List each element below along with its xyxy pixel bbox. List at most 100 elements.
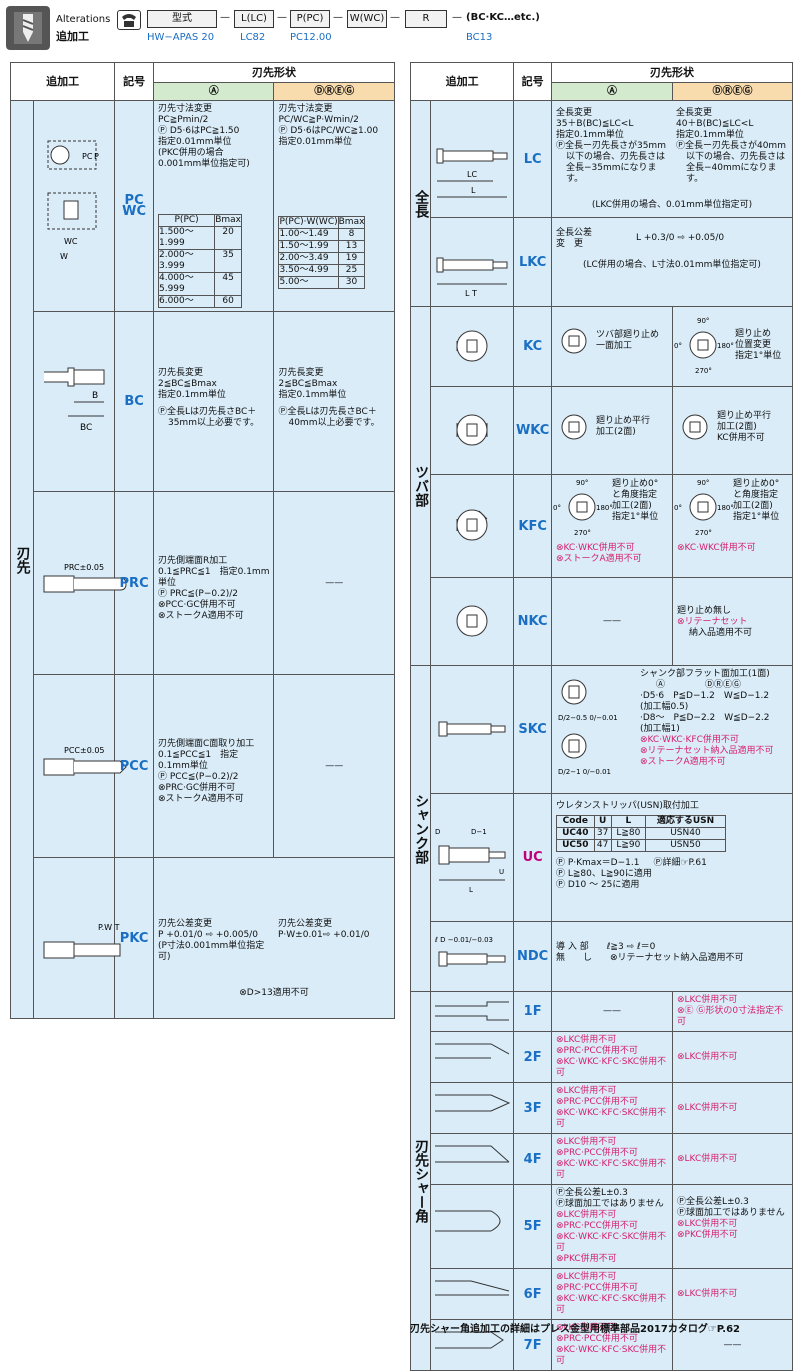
example-bc: BC13 xyxy=(466,32,493,43)
text-line: Ⓟ球面加工ではありません xyxy=(555,1199,664,1209)
pkc-figure: P.W T xyxy=(33,857,121,1019)
shear-4f-a: ⊗LKC併用不可⊗PRC·PCC併用不可⊗KC·WKC·KFC·SKC併用不可 xyxy=(550,1133,673,1185)
text-line: 全長変更 xyxy=(675,108,712,118)
text-line: ⊗LKC併用不可 xyxy=(555,1035,617,1045)
text-line: 0.001mm単位指定可) xyxy=(157,159,250,169)
td: 2.00〜3.49 xyxy=(278,252,339,265)
text-line: 以下の場合、刃先長さは xyxy=(565,152,665,162)
dash: — xyxy=(277,12,287,23)
text-line: ⊗LKC併用不可 xyxy=(676,1051,738,1062)
text-line: ⊗LKC併用不可 xyxy=(676,1219,738,1229)
shear-3f-d: ⊗LKC併用不可 xyxy=(671,1082,794,1134)
lc-a-cell: 全長変更 35＋B(BC)≦LC<L 指定0.1mm単位 Ⓟ全長ー刃先長さが35… xyxy=(552,105,672,188)
text-line: (P寸法0.001mm単位指定可) xyxy=(157,941,265,962)
angle-270: 270° xyxy=(695,529,712,537)
lc-figure: LC L xyxy=(430,100,515,218)
text-line: 2≦BC≦Bmax xyxy=(278,379,338,389)
fig-label-d1: D−1 xyxy=(471,828,487,836)
text-line: 一面加工 xyxy=(595,341,632,351)
lc-cells: 全長変更 35＋B(BC)≦LC<L 指定0.1mm単位 Ⓟ全長ー刃先長さが35… xyxy=(550,100,794,218)
text-line: Ⓟ PRC≦(P−0.2)/2 xyxy=(157,589,238,599)
code-lkc: LKC xyxy=(513,217,552,307)
td: USN40 xyxy=(644,827,726,840)
code-6f: 6F xyxy=(513,1268,552,1320)
text-line: ⊗KC·WKC併用不可 xyxy=(555,543,635,553)
text-line: 40mm以上必要です。 xyxy=(288,418,380,428)
fig-label-w: W xyxy=(60,252,68,261)
angle-180: 180° xyxy=(717,504,734,512)
th: Code xyxy=(555,815,595,828)
pcc-figure: PCC±0.05 xyxy=(33,674,127,858)
code-prc: PRC xyxy=(114,491,154,675)
kc-d-cell: 90° 0° 180° 270° 廻り止め位置変更指定1°単位 xyxy=(671,306,794,387)
text-line: 35＋B(BC)≦LC<L xyxy=(555,119,634,129)
th: 適応するUSN xyxy=(644,815,726,828)
text-line: ·D8〜 P≦D−2.2 W≦D−2.2 xyxy=(639,713,770,723)
angle-270: 270° xyxy=(695,367,712,375)
text-line: Ⓟ D10 〜 25に適用 xyxy=(555,880,640,890)
text-line: 指定0.1mm単位 xyxy=(555,130,624,140)
shear-7f-d: —— xyxy=(671,1319,794,1371)
w-box: W(WC) xyxy=(347,10,387,28)
wkc-d-cell: 廻り止め平行加工(2面)KC併用不可 xyxy=(671,386,794,475)
col-dreg: ⒹⓇⒺⒼ xyxy=(671,82,794,101)
shear-1f-figure xyxy=(430,991,515,1032)
col-shape: 刃先形状 xyxy=(152,62,396,83)
td: 60 xyxy=(214,295,242,308)
text-line: ⊗ストークA適用不可 xyxy=(157,794,244,804)
td: 6.000〜 xyxy=(157,295,216,308)
angle-0: 0° xyxy=(674,342,682,350)
code-bc: BC xyxy=(114,311,154,492)
code-wkc: WKC xyxy=(513,386,552,475)
fig-label-p: P xyxy=(94,152,99,161)
shear-6f-figure xyxy=(430,1268,515,1320)
angle-0: 0° xyxy=(553,504,561,512)
text-line: ツバ部廻り止め xyxy=(595,330,659,340)
text-line: ⊗LKC併用不可 xyxy=(555,1137,617,1147)
wkc-a-icon xyxy=(561,414,587,440)
text-line: 位置変更 xyxy=(734,339,771,350)
wkc-d-icon xyxy=(682,414,708,440)
text-line: 刃先寸法変更 xyxy=(278,104,333,114)
text-line: ⊗LKC併用不可 xyxy=(555,1272,617,1282)
text-line: 2≦BC≦Bmax xyxy=(157,379,217,389)
text-line: (PKC併用の場合 xyxy=(157,148,224,158)
th: U xyxy=(593,815,612,828)
skc-cell: D/2−0.5 0/−0.01 D/2−1 0/−0.01 シャンク部フラット面… xyxy=(550,665,794,794)
code-2f: 2F xyxy=(513,1031,552,1083)
kfc-d-cell: 90° 0° 180° 270° 廻り止め0°と角度指定加工(2面)指定1°単位… xyxy=(671,474,794,578)
col-a: Ⓐ xyxy=(152,82,275,101)
text-line: 全長公差 xyxy=(555,228,592,238)
td: UC50 xyxy=(555,839,595,852)
text-line: Ⓟ全長ー刃先長さが40mm xyxy=(675,141,786,151)
text-line: 導 入 部 ℓ≧3 ⇨ ℓ＝0 xyxy=(555,942,656,952)
text-line: L +0.3/0 ⇨ +0.05/0 xyxy=(635,233,725,243)
wkc-a-cell: 廻り止め平行加工(2面) xyxy=(550,386,673,475)
text-line: ⊗PRC·PCC併用不可 xyxy=(555,1148,638,1158)
text-line: 指定1°単位 xyxy=(732,512,780,522)
td: 5.00〜 xyxy=(278,276,339,289)
text-line: 指定0.1mm単位 xyxy=(157,390,226,400)
fig-label-b: B xyxy=(92,391,98,401)
phone-icon xyxy=(117,10,141,30)
text-line: ⊗KC·WKC·KFC·SKC併用不可 xyxy=(555,1108,667,1129)
pkc-cells: 刃先公差変更 P +0.01/0 ⇨ +0.005/0 (P寸法0.001mm単… xyxy=(152,857,396,1019)
footer-note: 刃先シャー角追加工の詳細はプレス金型用標準部品2017カタログ☞P.62 xyxy=(410,1324,741,1335)
kfc-a-cell: 90° 0° 180° 270° 廻り止め0°と角度指定加工(2面)指定1°単位… xyxy=(550,474,673,578)
text-line: 廻り止め平行 xyxy=(716,410,771,421)
text-line: ⊗PKC併用不可 xyxy=(676,1230,738,1240)
text-line: ⊗Ⓔ Ⓖ形状の0寸法指定不可 xyxy=(676,1006,784,1027)
td: 1.50〜1.99 xyxy=(278,240,339,253)
fig-label-lc: LC xyxy=(467,170,477,179)
shear-7f-figure xyxy=(430,1319,515,1371)
text-line: ⊗ストークA適用不可 xyxy=(639,757,726,767)
pc-d-cell: 刃先寸法変更 PC/WC≧P·Wmin/2 Ⓟ D5·6はPC/WC≧1.00 … xyxy=(273,100,395,312)
col-a: Ⓐ xyxy=(550,82,673,101)
fig-label-l: L xyxy=(469,886,473,894)
text-line: 加工(2面) xyxy=(595,427,636,437)
text-line: 変 更 xyxy=(555,239,583,249)
text-line: Ⓟ D5·6はPC/WC≧1.00 xyxy=(278,126,379,136)
text-line: 0.1≦PRC≦1 指定0.1mm単位 xyxy=(157,567,270,588)
text-line: 指定0.1mm単位 xyxy=(675,130,744,140)
